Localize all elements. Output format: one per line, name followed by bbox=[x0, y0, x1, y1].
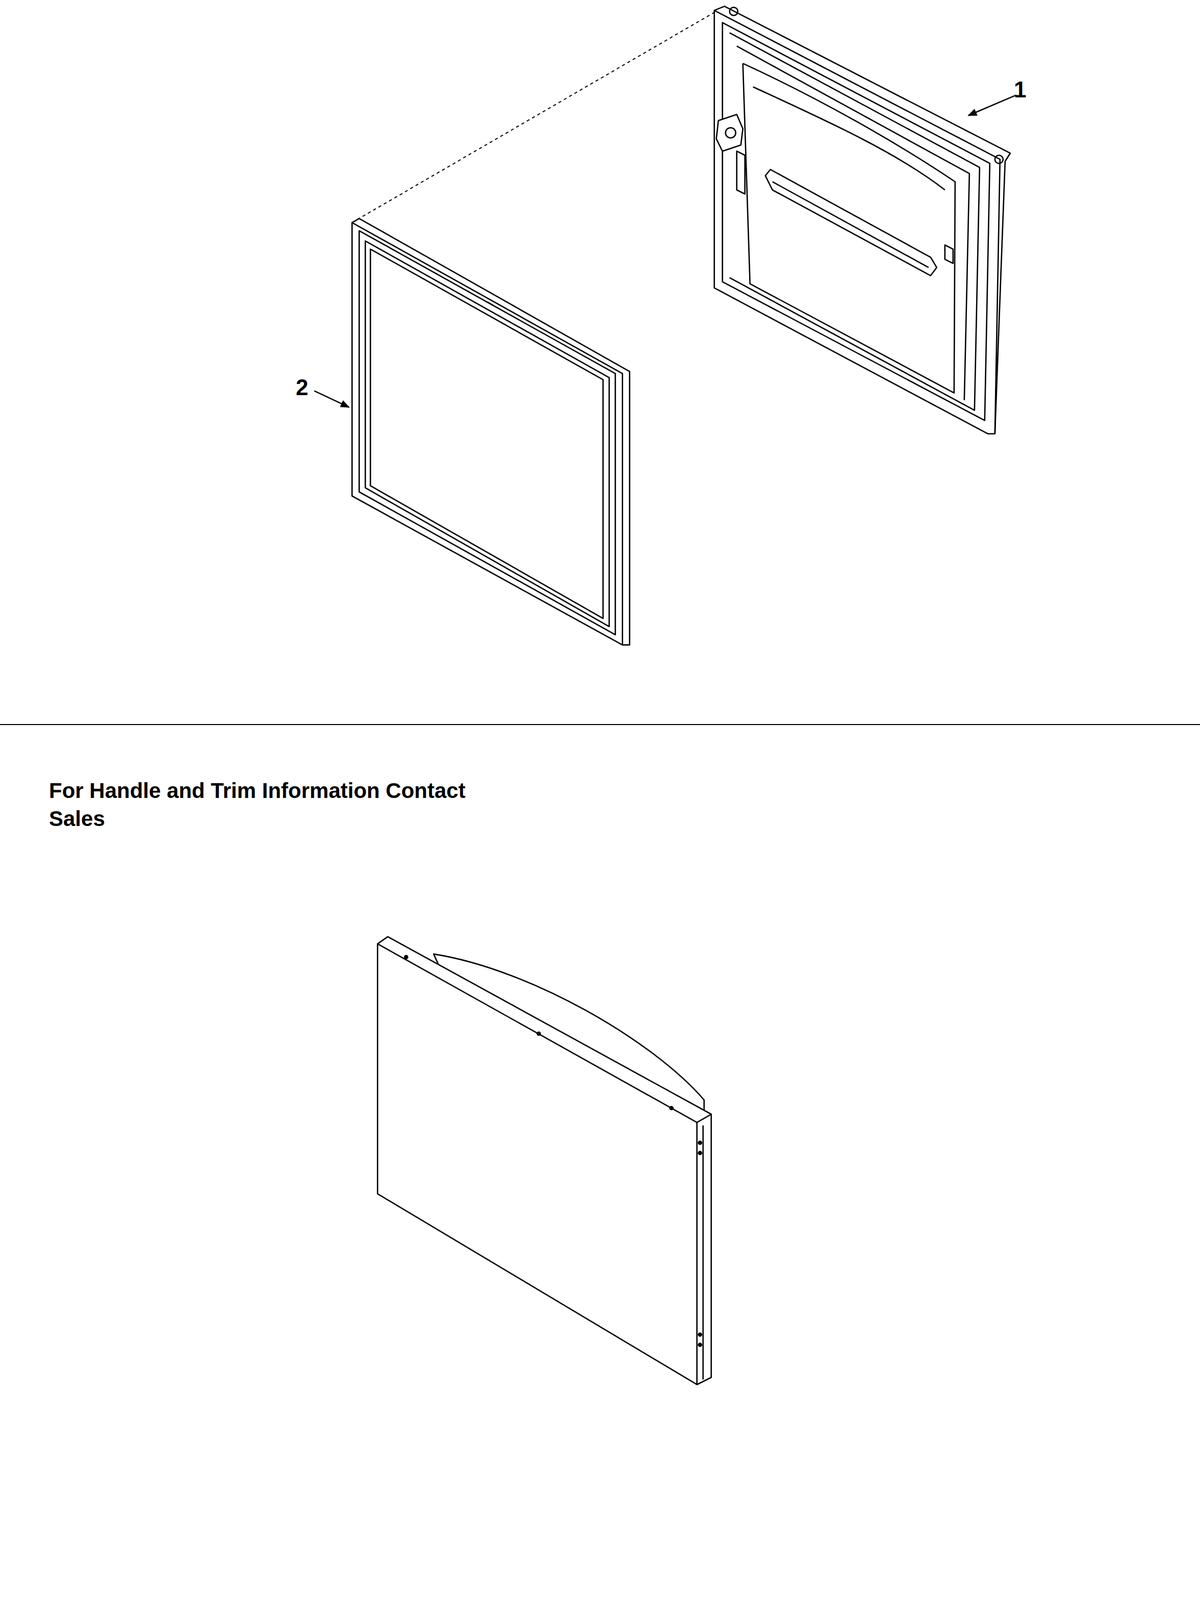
leader-arrow bbox=[968, 94, 1017, 116]
door-panel bbox=[377, 936, 711, 1385]
door-gasket bbox=[351, 218, 630, 646]
leader-arrow bbox=[314, 391, 349, 408]
callout-number: 2 bbox=[295, 374, 309, 402]
door-liner bbox=[714, 6, 1011, 434]
divider-line bbox=[0, 724, 1200, 726]
alignment-line bbox=[351, 12, 714, 223]
callout-number: 1 bbox=[1013, 76, 1027, 104]
note-text: For Handle and Trim Information Contact … bbox=[48, 777, 468, 833]
